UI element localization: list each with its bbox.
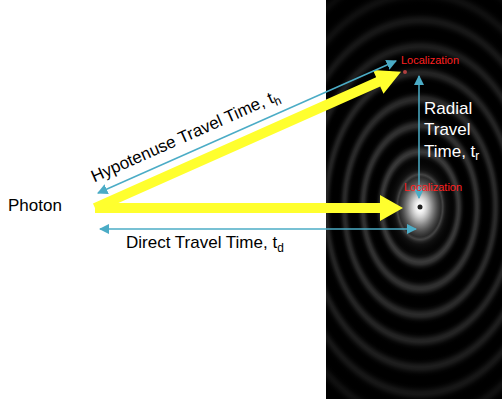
localization-label: Localization — [404, 181, 462, 193]
subscript: d — [277, 241, 284, 255]
direct-label: Direct Travel Time, td — [126, 234, 284, 255]
label-text: Direct Travel Time, t — [126, 233, 277, 252]
label-text: Localization — [401, 54, 459, 66]
photon-path-hypotenuse — [90, 60, 407, 220]
label-text: Photon — [8, 196, 62, 215]
hypotenuse-dimension — [98, 61, 396, 193]
radial-dimension — [418, 76, 420, 198]
diffraction-pattern — [326, 0, 502, 399]
localization-dot — [403, 70, 407, 74]
source-label: Photon — [8, 197, 62, 216]
photon-path-direct — [95, 195, 403, 221]
label-text: Localization — [404, 181, 462, 193]
localization-dot — [418, 205, 423, 210]
radial-label: Radial Travel Time, tr — [424, 98, 498, 164]
subscript: r — [475, 149, 479, 163]
direct-dimension — [100, 228, 416, 230]
localization-label: Localization — [401, 54, 459, 66]
label-text: Radial Travel Time, t — [424, 99, 475, 161]
